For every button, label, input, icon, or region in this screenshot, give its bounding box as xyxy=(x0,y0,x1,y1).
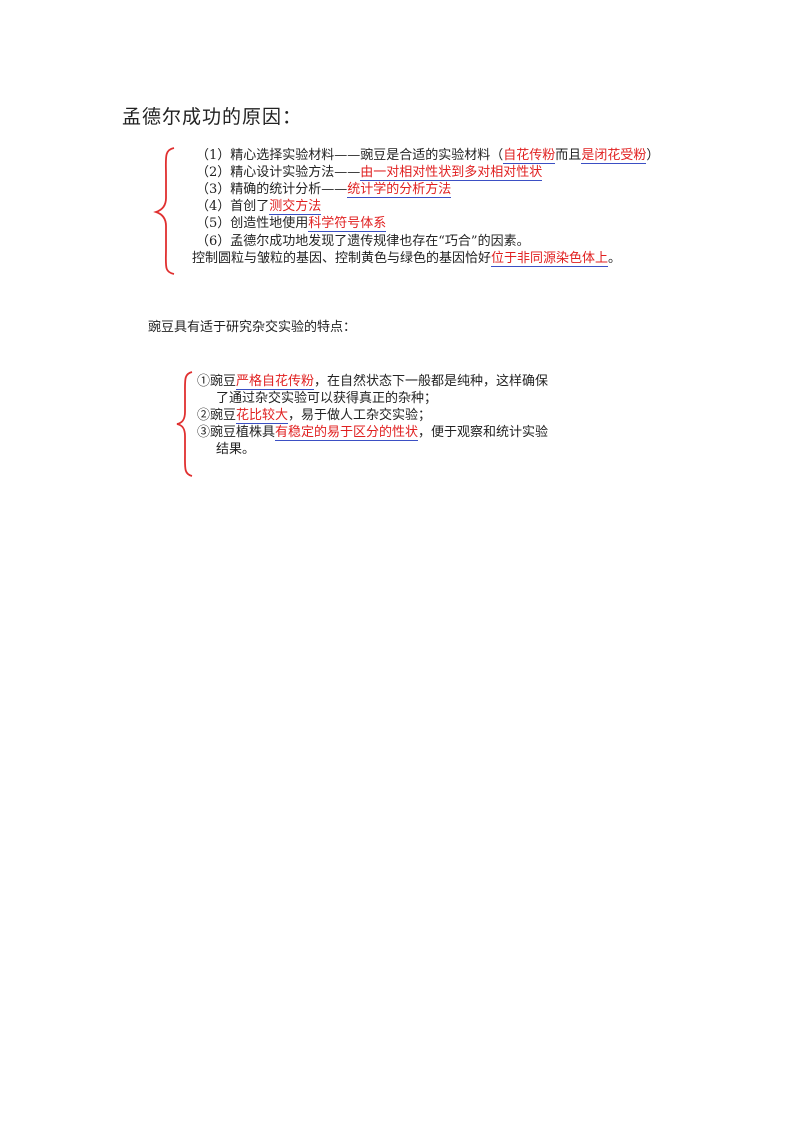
feature-item-2-end: ，易于做人工杂交实验； xyxy=(288,408,432,423)
reason-item-4-text: （4）首创了 xyxy=(196,199,270,214)
reason-item-2-text: （2）精心设计实验方法—— xyxy=(196,165,361,180)
reason-item-6b-highlight: 位于非同源染色体上 xyxy=(491,251,609,267)
reason-item-5-text: （5）创造性地使用 xyxy=(196,216,309,231)
reason-item-6b-text: 控制圆粒与皱粒的基因、控制黄色与绿色的基因恰好 xyxy=(192,251,492,266)
feature-item-3-continuation: 结果。 xyxy=(216,441,255,459)
reason-item-3-highlight: 统计学的分析方法 xyxy=(347,182,452,198)
reason-item-6: （6）孟德尔成功地发现了遗传规律也存在“巧合”的因素。 xyxy=(196,233,530,251)
reason-item-1-end: ） xyxy=(646,148,660,163)
reason-item-1-highlight-a: 自花传粉 xyxy=(503,148,556,164)
reason-item-6b-end: 。 xyxy=(608,251,622,266)
feature-item-1-text: ①豌豆 xyxy=(197,374,237,389)
left-brace-2 xyxy=(176,371,193,477)
feature-item-3: ③豌豆植株具有稳定的易于区分的性状，便于观察和统计实验 xyxy=(197,424,548,442)
feature-item-3-highlight: 有稳定的易于区分的性状 xyxy=(275,425,419,441)
left-brace-1 xyxy=(153,147,175,275)
reason-item-2-highlight: 由一对相对性状到多对相对性状 xyxy=(360,165,543,181)
section2-title: 豌豆具有适于研究杂交实验的特点： xyxy=(148,320,357,335)
feature-item-1b-text: 了通过杂交实验可以获得真正的杂种； xyxy=(216,391,438,406)
feature-item-3-end: ，便于观察和统计实验 xyxy=(418,425,549,440)
reason-item-6-continuation: 控制圆粒与皱粒的基因、控制黄色与绿色的基因恰好位于非同源染色体上。 xyxy=(192,250,621,268)
feature-item-3-text: ③豌豆植株具 xyxy=(197,425,276,440)
feature-item-1: ①豌豆严格自花传粉，在自然状态下一般都是纯种，这样确保 xyxy=(197,373,548,391)
feature-item-1-continuation: 了通过杂交实验可以获得真正的杂种； xyxy=(216,390,437,408)
feature-item-1-highlight: 严格自花传粉 xyxy=(236,374,315,390)
reason-item-1-text: （1）精心选择实验材料——豌豆是合适的实验材料（ xyxy=(196,148,504,163)
reason-item-1-highlight-b: 是闭花受粉 xyxy=(581,148,647,164)
feature-item-2: ②豌豆花比较大，易于做人工杂交实验； xyxy=(197,407,431,425)
reason-item-3: （3）精确的统计分析——统计学的分析方法 xyxy=(196,181,452,199)
feature-item-2-highlight: 花比较大 xyxy=(236,408,289,424)
reason-item-6-text: （6）孟德尔成功地发现了遗传规律也存在“巧合”的因素。 xyxy=(196,234,530,249)
reason-item-4-highlight: 测交方法 xyxy=(269,199,322,215)
feature-item-1-end: ，在自然状态下一般都是纯种，这样确保 xyxy=(314,374,549,389)
reason-item-1-mid: 而且 xyxy=(555,148,582,163)
page-title: 孟德尔成功的原因： xyxy=(122,106,303,128)
reason-item-3-text: （3）精确的统计分析—— xyxy=(196,182,348,197)
reason-item-2: （2）精心设计实验方法——由一对相对性状到多对相对性状 xyxy=(196,164,543,182)
reason-item-5: （5）创造性地使用科学符号体系 xyxy=(196,215,387,233)
reason-item-5-highlight: 科学符号体系 xyxy=(308,216,387,232)
reason-item-1: （1）精心选择实验材料——豌豆是合适的实验材料（自花传粉而且是闭花受粉） xyxy=(196,147,659,165)
reason-item-4: （4）首创了测交方法 xyxy=(196,198,322,216)
feature-item-2-text: ②豌豆 xyxy=(197,408,237,423)
feature-item-3b-text: 结果。 xyxy=(216,442,256,457)
